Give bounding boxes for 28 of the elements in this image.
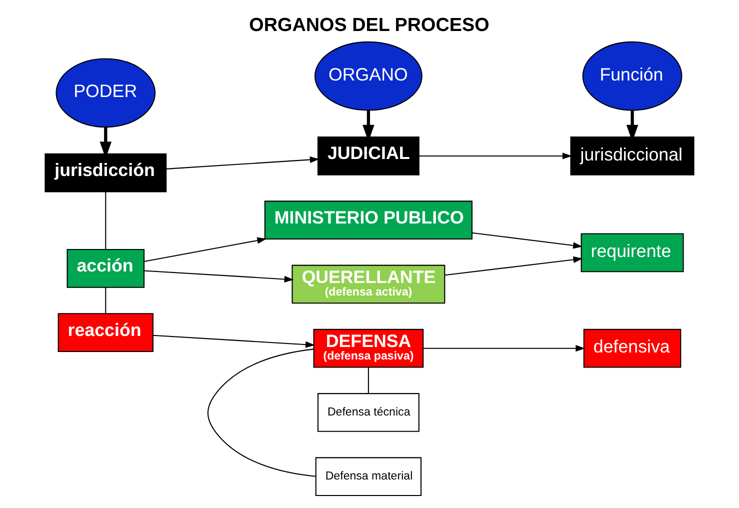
node-box: Defensa material — [315, 457, 422, 496]
node-box: jurisdiccional — [570, 136, 694, 176]
arrow — [423, 345, 586, 352]
connector — [207, 348, 316, 477]
node-box: requirente — [580, 233, 684, 272]
connector — [368, 367, 369, 394]
node-ellipse: ORGANO — [314, 41, 422, 111]
connector — [105, 287, 106, 314]
arrow — [144, 270, 294, 283]
node-box: defensiva — [583, 328, 682, 368]
node-box: reacción — [58, 313, 154, 352]
arrow — [144, 237, 267, 262]
arrow — [152, 334, 315, 348]
node-box: jurisdicción — [44, 153, 167, 192]
node-box: QUERELLANTE (defensa activa) — [292, 264, 446, 304]
node-ellipse: PODER — [56, 58, 156, 128]
node-box: Defensa técnica — [317, 393, 420, 432]
node-ellipse: Función — [582, 41, 682, 111]
arrow — [419, 152, 572, 160]
arrow — [472, 232, 583, 249]
arrow — [444, 256, 583, 276]
node-box: MINISTERIO PUBLICO — [264, 200, 473, 240]
node-box: acción — [66, 249, 145, 288]
diagram-title: ORGANOS DEL PROCESO — [249, 14, 490, 36]
connector — [105, 192, 106, 250]
arrow — [166, 156, 320, 170]
node-box: JUDICIAL — [317, 136, 420, 176]
node-box: DEFENSA (defensa pasiva) — [313, 328, 424, 368]
